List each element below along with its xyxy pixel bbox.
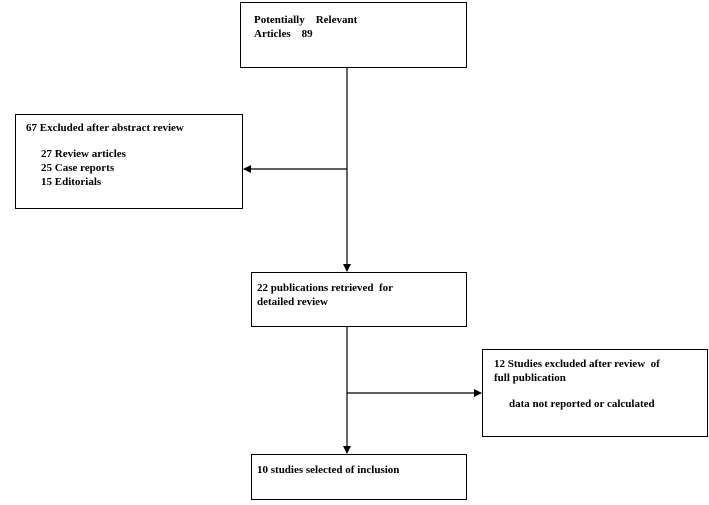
- excluded-abstract-title: 67 Excluded after abstract review: [26, 122, 184, 134]
- identified-line-1: Potentially Relevant: [254, 14, 358, 26]
- excluded-full-line-1: 12 Studies excluded after review of: [494, 358, 660, 370]
- excluded-abstract-item-case-reports: 25 Case reports: [41, 162, 115, 174]
- box-excluded-after-abstract-review: 67 Excluded after abstract review 27 Rev…: [15, 114, 243, 209]
- retrieved-line-1: 22 publications retrieved for: [257, 282, 394, 294]
- excluded-abstract-item-editorials: 15 Editorials: [41, 176, 102, 188]
- retrieved-line-2: detailed review: [257, 296, 328, 308]
- included-text: 10 studies selected of inclusion: [257, 464, 400, 476]
- identified-line-2: Articles 89: [254, 28, 313, 40]
- box-publications-retrieved: 22 publications retrieved for detailed r…: [251, 272, 467, 327]
- excluded-abstract-item-review: 27 Review articles: [41, 148, 126, 160]
- excluded-full-line-2: full publication: [494, 372, 566, 384]
- excluded-full-reason: data not reported or calculated: [509, 398, 655, 410]
- box-potentially-relevant-articles: Potentially Relevant Articles 89: [240, 2, 467, 68]
- box-excluded-after-full-review: 12 Studies excluded after review of full…: [482, 349, 708, 437]
- box-studies-included: 10 studies selected of inclusion: [251, 454, 467, 500]
